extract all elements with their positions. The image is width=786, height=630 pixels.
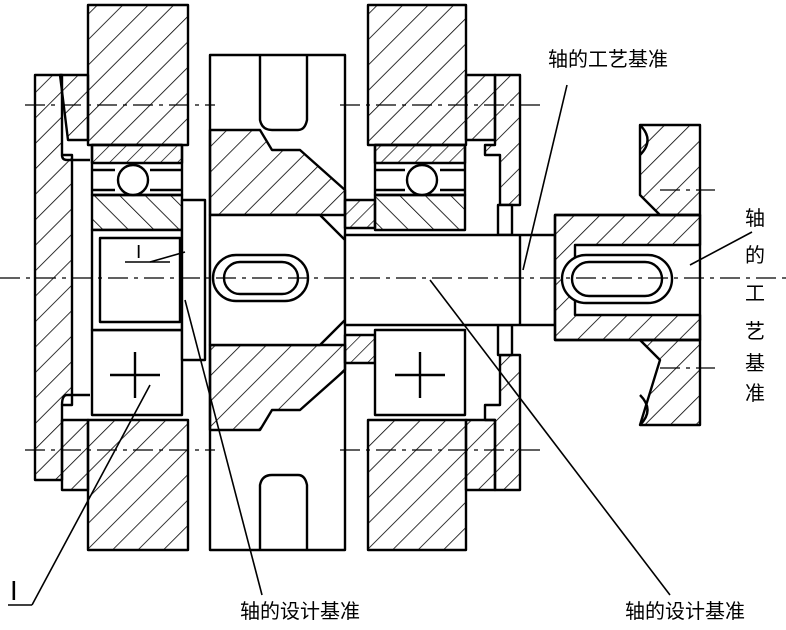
label-shaft-process-datum-vertical: 轴 的 工 艺 基 准 xyxy=(745,206,765,405)
left-housing-bottom xyxy=(60,418,190,552)
vertical-char-2: 工 xyxy=(745,281,765,305)
label-shaft-process-datum-top: 轴的工艺基准 xyxy=(548,47,668,71)
right-end-cover xyxy=(483,73,522,492)
right-bearing xyxy=(373,143,467,417)
label-shaft-design-datum-right: 轴的设计基准 xyxy=(625,599,745,623)
section-mark-large: I xyxy=(10,577,18,607)
center-lines xyxy=(0,104,786,451)
left-housing-top xyxy=(58,3,190,147)
vertical-char-5: 准 xyxy=(745,381,765,405)
right-coupling xyxy=(553,123,702,427)
spacer-ring xyxy=(343,198,377,365)
vertical-char-3: 艺 xyxy=(745,319,765,343)
vertical-char-1: 的 xyxy=(745,243,765,267)
left-bearing xyxy=(90,143,184,417)
label-shaft-design-datum-left: 轴的设计基准 xyxy=(240,599,360,623)
right-housing-top xyxy=(366,3,497,147)
left-shaft-end xyxy=(90,198,207,362)
section-mark-small: I xyxy=(136,242,141,263)
middle-gear xyxy=(208,53,347,552)
right-housing-bottom xyxy=(366,418,497,552)
leader-lines xyxy=(8,84,753,606)
output-shaft xyxy=(343,233,557,327)
vertical-char-0: 轴 xyxy=(745,206,765,230)
vertical-char-4: 基 xyxy=(745,351,765,375)
